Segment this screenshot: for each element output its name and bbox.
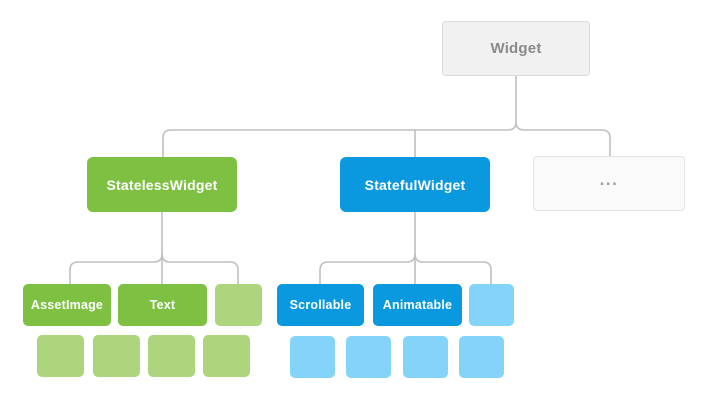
node-stateful-widget: StatefulWidget xyxy=(340,157,490,212)
blue-square-4 xyxy=(459,336,504,378)
connector-widget-to-stateless xyxy=(162,121,517,157)
blue-square-1 xyxy=(290,336,335,378)
node-asset-image: AssetImage xyxy=(23,284,111,326)
node-animatable: Animatable xyxy=(373,284,462,326)
blue-square-2 xyxy=(346,336,391,378)
connector-stateful-to-placeholder xyxy=(414,253,492,284)
blue-square-3 xyxy=(403,336,448,378)
node-stateless-widget: StatelessWidget xyxy=(87,157,237,212)
connector-stateless-to-assetimage xyxy=(69,253,163,284)
green-square-2 xyxy=(93,335,140,377)
connector-stateless-to-placeholder xyxy=(161,253,239,284)
green-square-1 xyxy=(37,335,84,377)
green-square-3 xyxy=(148,335,195,377)
node-stateless-placeholder xyxy=(215,284,262,326)
ellipsis-label: ... xyxy=(599,169,619,189)
node-widget: Widget xyxy=(442,21,590,76)
node-scrollable: Scrollable xyxy=(277,284,364,326)
green-square-4 xyxy=(203,335,250,377)
connector-stateful-to-scrollable xyxy=(319,253,416,284)
node-text: Text xyxy=(118,284,207,326)
connector-widget-to-more xyxy=(515,121,611,156)
node-stateful-placeholder xyxy=(469,284,514,326)
node-more-ellipsis: ... xyxy=(533,156,685,211)
